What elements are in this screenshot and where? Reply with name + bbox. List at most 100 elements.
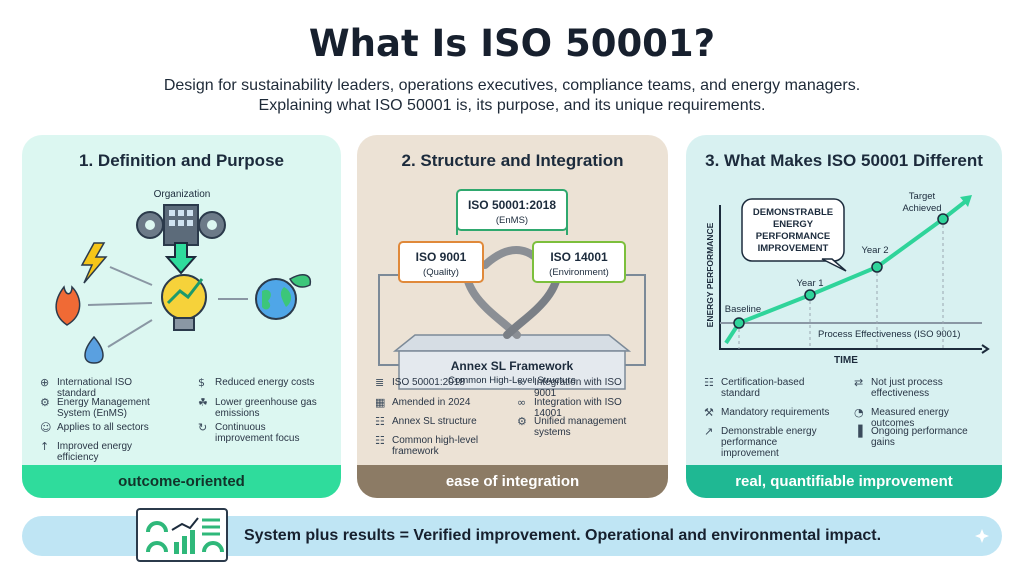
feature-item-label: Annex SL structure xyxy=(392,416,477,427)
document-icon: ≣ xyxy=(375,376,385,389)
feature-item-label: Measured energy outcomes xyxy=(871,407,949,429)
feature-item-label: Mandatory requirements xyxy=(721,407,830,418)
gauge-icon: ◔ xyxy=(854,406,864,419)
panel-what-makes-different: 3. What Makes ISO 50001 Different ENERGY… xyxy=(686,135,1002,498)
feature-item-label: Continuous improvement focus xyxy=(215,422,300,444)
calendar-icon: ▦ xyxy=(375,396,386,409)
feature-item-label: Integration with ISO 14001 xyxy=(534,397,622,419)
x-axis-arrowhead xyxy=(981,344,990,354)
leaf-icon: ☘ xyxy=(198,396,208,409)
lightning-icon xyxy=(80,242,108,284)
trend-arrowhead xyxy=(960,195,972,207)
feature-item-label: Ongoing performance gains xyxy=(871,426,968,448)
feature-item-label: Improved energy efficiency xyxy=(57,441,133,463)
panel-definition-purpose: 1. Definition and Purpose Organization xyxy=(22,135,341,498)
iso-14001-label: ISO 14001 xyxy=(550,250,608,264)
globe-icon: ⊕ xyxy=(40,376,50,389)
feature-item-label: Not just process effectiveness xyxy=(871,377,943,399)
y-axis-label: ENERGY PERFORMANCE xyxy=(705,222,715,327)
water-drop-icon xyxy=(84,335,104,364)
performance-chart: ENERGY PERFORMANCE TIME Process Effectiv… xyxy=(705,191,990,366)
annex-subtitle: Common High-Level Structure xyxy=(448,375,576,386)
x-axis-label: TIME xyxy=(834,355,858,366)
panel-footer: ease of integration xyxy=(357,465,668,498)
callout-line: ENERGY xyxy=(773,219,814,230)
iso-14001-sub: (Environment) xyxy=(549,267,609,278)
gear-icon: ⚙ xyxy=(517,415,527,428)
feature-item-label: Unified management systems xyxy=(534,416,627,438)
year1-label: Year 1 xyxy=(796,278,823,289)
flame-icon xyxy=(55,285,81,326)
iso-50001-sub: (EnMS) xyxy=(496,215,528,226)
target-label-2: Achieved xyxy=(902,203,941,214)
panel-footer: real, quantifiable improvement xyxy=(686,465,1002,498)
feature-item-label: Demonstrable energy performance improvem… xyxy=(721,426,817,459)
link-icon: ∞ xyxy=(517,376,527,389)
panel-title: 3. What Makes ISO 50001 Different xyxy=(705,151,983,170)
integration-diagram: Annex SL Framework Common High-Level Str… xyxy=(378,189,646,390)
organization-label: Organization xyxy=(154,189,211,200)
feature-item-label: Applies to all sectors xyxy=(57,422,149,433)
people-icon: ☺ xyxy=(40,421,52,434)
dashboard-icon xyxy=(136,508,228,562)
annex-base xyxy=(398,350,626,390)
iso-50001-box xyxy=(456,189,568,231)
iso-14001-box xyxy=(532,241,626,283)
dollar-icon: $ xyxy=(198,376,205,389)
link-icon: ∞ xyxy=(517,396,527,409)
iso-9001-box xyxy=(398,241,484,283)
summary-text: System plus results = Verified improveme… xyxy=(244,527,882,544)
panel-title: 2. Structure and Integration xyxy=(401,151,624,170)
page-title: What Is ISO 50001? xyxy=(308,22,716,65)
input-arrows xyxy=(87,266,153,348)
baseline-label: Baseline xyxy=(725,304,761,315)
feature-item-label: Certification-based standard xyxy=(721,377,805,399)
globe-icon xyxy=(255,274,312,320)
process-line-label: Process Effectiveness (ISO 9001) xyxy=(818,329,960,340)
iso-50001-label: ISO 50001:2018 xyxy=(468,198,556,212)
feature-item-label: Amended in 2024 xyxy=(392,397,471,408)
feature-item-label: Integration with ISO 9001 xyxy=(534,377,622,399)
arrow-down-icon xyxy=(164,242,198,275)
hierarchy-icon: ☷ xyxy=(375,415,385,428)
chart-axes xyxy=(719,205,982,350)
trend-points xyxy=(733,213,949,329)
annex-platform xyxy=(392,334,632,352)
iso-9001-sub: (Quality) xyxy=(423,267,459,278)
feature-item-label: Lower greenhouse gas emissions xyxy=(215,397,317,419)
annex-title: Annex SL Framework xyxy=(451,359,574,373)
sparkle-icon xyxy=(975,529,989,543)
certificate-icon: ☷ xyxy=(704,376,714,389)
cycle-icon: ↻ xyxy=(198,421,208,434)
lightbulb-icon xyxy=(161,274,207,331)
building-icon xyxy=(163,204,199,246)
hierarchy-icon: ☷ xyxy=(375,434,385,447)
callout-line: DEMONSTRABLE xyxy=(753,207,833,218)
year2-label: Year 2 xyxy=(861,245,888,256)
panel-footer: outcome-oriented xyxy=(22,465,341,498)
chart-icon: ▐ xyxy=(854,425,863,438)
subtitle-line-2: Explaining what ISO 50001 is, its purpos… xyxy=(258,97,766,114)
feature-item-label: Reduced energy costs xyxy=(215,377,315,388)
feedback-arrows xyxy=(378,274,646,366)
callout-bubble xyxy=(741,198,845,262)
panel-structure-integration: 2. Structure and Integration Annex SL Fr… xyxy=(357,135,668,498)
feature-item-label: Common high-level framework xyxy=(392,435,479,457)
point-guides xyxy=(738,219,944,349)
definition-illustration: Organization xyxy=(55,189,312,364)
callout-line: PERFORMANCE xyxy=(756,231,830,242)
target-label-1: Target xyxy=(909,191,936,202)
arrow-up-icon: ↑ xyxy=(40,440,50,453)
subtitle-line-1: Design for sustainability leaders, opera… xyxy=(163,77,861,94)
iso-9001-label: ISO 9001 xyxy=(416,250,467,264)
callout-line: IMPROVEMENT xyxy=(758,243,829,254)
callout-tail xyxy=(821,258,847,272)
feature-item-label: Energy Management System (EnMS) xyxy=(57,397,150,419)
gear-icon: ⚙ xyxy=(40,396,50,409)
feature-item-label: ISO 50001:2018 xyxy=(392,377,465,388)
panel-title: 1. Definition and Purpose xyxy=(79,151,284,170)
feature-item-label: International ISO standard xyxy=(57,377,133,399)
trend-icon: ↗ xyxy=(704,425,714,438)
arrows-icon: ⇄ xyxy=(854,376,864,389)
gavel-icon: ⚒ xyxy=(704,406,714,419)
